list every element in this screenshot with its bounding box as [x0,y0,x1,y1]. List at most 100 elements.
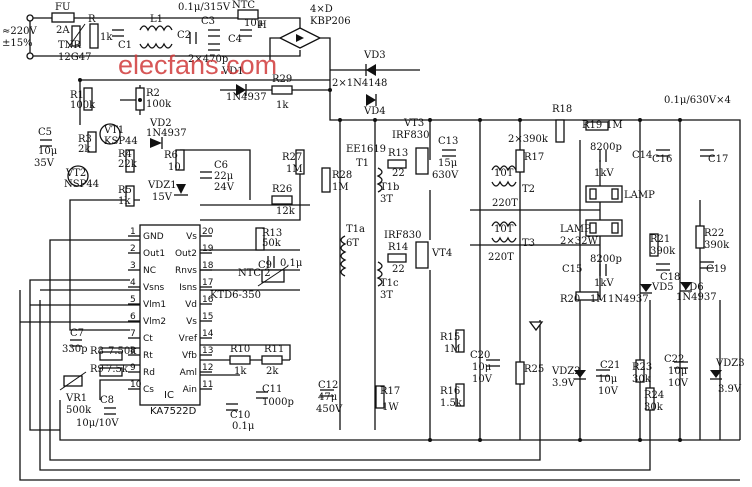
input-r-label: R [88,14,96,25]
power-stage: EE1619 T1 T1a 6T T1b 3T T1c 3T VT3 IRF83… [316,118,544,415]
resistor-r25 [515,361,525,385]
c1-label: C1 [118,40,132,51]
resistor-r13-gate [387,159,407,169]
ntc2-label: NTC 2 [238,268,271,279]
watermark: elecfans.com [118,50,277,80]
resistor-r17 [375,385,385,409]
r22-label: R22 [704,228,724,239]
resistor-r20 [575,291,599,301]
bridge-label: 4×D [310,4,333,15]
vdz1-value: 15V [152,192,173,203]
ic-pin-number-right: 13 [202,346,213,356]
resistor-r14 [387,253,407,263]
winding-t1b [376,167,383,193]
r20-label: R20 [560,294,580,305]
c17-label: C17 [708,154,728,165]
t3-turns1: 10T [494,224,514,235]
winding-t1c [376,261,383,287]
ic-peripherals: C7 330p R8 7.50k R9 7.5k VR1 500k C8 10μ… [59,227,303,432]
ic-pin-name-left: Rd [143,368,155,378]
ic-pin-number-right: 12 [202,363,213,373]
ic-pin-number-left: 3 [130,261,136,271]
r11-label: R11 [264,344,284,355]
ic-pin-name-right: Vs [186,232,197,242]
ic-pin-name-right: Ain [183,385,197,395]
inductor-l1 [139,25,173,32]
c8-label: C8 [100,395,114,406]
diode-vd5 [640,284,652,292]
vt4-type: IRF830 [384,230,422,241]
r14-label: R14 [388,242,408,253]
resistor-r13 [255,227,265,251]
resistor-r22 [695,225,705,249]
c15-label: C15 [562,264,582,275]
ic-pin-number-right: 16 [202,295,214,305]
r15-value: 1M [444,344,461,355]
t1b-label: T1b [380,182,399,193]
vd3-label: VD3 [363,50,386,61]
ic-pin-name-right: Vd [185,300,197,310]
r18-label: R18 [552,104,572,115]
vd6-label: VD6 [681,282,704,293]
lamp-value: 2×32W [560,236,598,247]
ic-body [139,224,201,406]
c22-voltage: 10V [668,378,689,389]
mosfet-vt3 [415,147,429,175]
ic-pin-name-left: Vlm2 [143,317,166,327]
resistor-r23 [635,359,645,383]
r21-value: 390k [650,246,676,257]
c15-value: 8200p [590,254,622,265]
r4-label: R4 [118,149,132,160]
r3-label: R3 [78,134,92,145]
c10-value: 0.1μ [232,421,255,432]
c5-value: 10μ [38,146,58,157]
ic-pin-number-right: 19 [202,244,214,254]
r9-value: 7.5k [106,364,129,375]
r27-value: 1M [286,164,303,175]
r29-value: 1k [276,100,289,111]
zener-vdz2 [574,370,586,378]
r28-label: R28 [332,170,352,181]
output-section: 0.1μ/630V×4 R18 R17 2×390k R19 1M 8200p … [488,95,745,413]
diode-vd1 [236,84,246,96]
r8-label: R8 [90,346,104,357]
transformer-t2 [491,165,517,172]
c7-label: C7 [70,328,84,339]
c11-value: 1000p [262,397,294,408]
ic-pin-name-left: NC [143,266,156,276]
r26-label: R26 [272,184,292,195]
diode-vd4 [366,94,376,106]
thermistor-value: 12G47 [58,52,91,63]
ic-type: KA7522D [150,406,197,417]
thermistor-label: TNR [58,40,81,51]
c9-label: C9 [258,260,272,271]
r6-value: 10 [168,162,181,173]
resistor-r17-out [515,149,525,173]
r13-value: 50k [262,238,282,249]
vd34-value: 2×1N4148 [332,78,387,89]
vd6-type: 1N4937 [676,292,717,303]
r3-value: 2k [78,144,91,155]
resistor-r29 [271,85,293,95]
c12-value: 47μ [318,392,338,403]
r1-label: R1 [70,90,84,101]
winding-t1a [340,235,347,277]
r24-label: R24 [644,390,664,401]
vt2-type: NSP44 [64,179,99,190]
c4-value: 10μ [244,18,264,29]
r13b-label: R13 [388,148,408,159]
diode-vd6 [680,282,692,290]
fuse-label: FU [55,2,70,13]
t3-label: T3 [522,238,535,249]
ic-pin-number-left: 7 [130,329,136,339]
c11-label: C11 [262,384,282,395]
ic-pin-name-left: Ct [143,334,153,344]
vd5-type: 1N4937 [608,294,649,305]
ground-h-mark: H [258,20,267,31]
c4-label: C4 [228,34,242,45]
vr1-value: 500k [66,405,92,416]
t2-turns2: 220T [492,198,518,209]
c3-value: 2×470p [188,54,228,65]
resistor-r24 [645,387,655,411]
